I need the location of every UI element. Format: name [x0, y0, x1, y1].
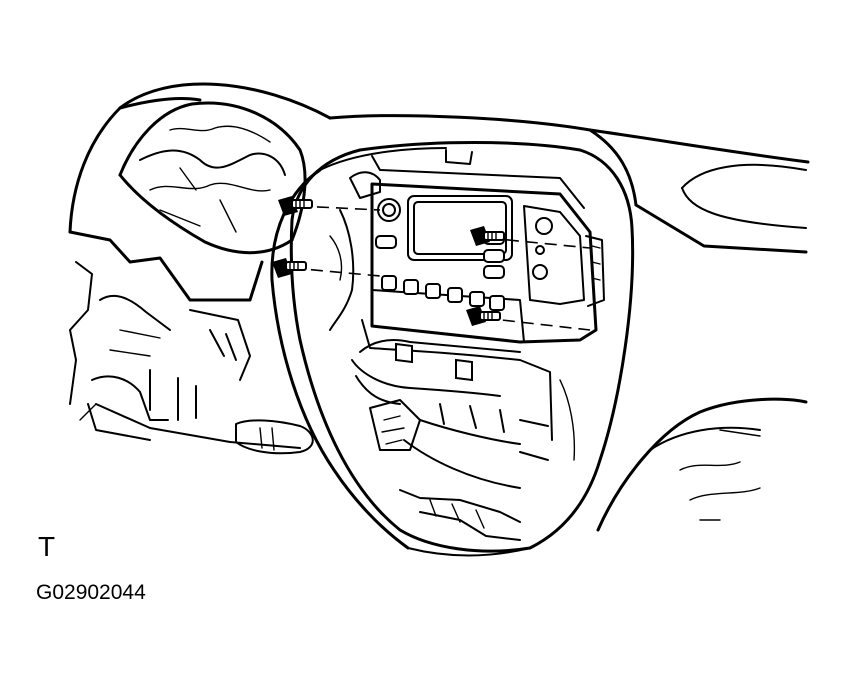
- upper-bracket: [329, 149, 585, 331]
- screw-bottom-right: [466, 306, 501, 326]
- view-marker: T: [38, 531, 56, 562]
- meter-hood: [118, 101, 307, 255]
- lower-switch-right: [455, 358, 473, 382]
- left-knob: [377, 198, 401, 222]
- center-cluster-bezel: [270, 141, 635, 557]
- screw-top-right: [470, 226, 505, 246]
- lower-console: [351, 319, 576, 541]
- screw-bottom-left: [272, 258, 307, 278]
- screw-top-left: [278, 196, 313, 216]
- lower-switch-left: [395, 342, 413, 364]
- instrument-panel-outline: [68, 82, 810, 254]
- lower-dash-structure: [68, 230, 314, 455]
- control-panel: [370, 182, 605, 344]
- wire-connector: [369, 399, 421, 451]
- bolt-leader-lines: [291, 205, 591, 331]
- right-lower-dash: [596, 397, 808, 532]
- figure-code: G02902044: [36, 581, 146, 604]
